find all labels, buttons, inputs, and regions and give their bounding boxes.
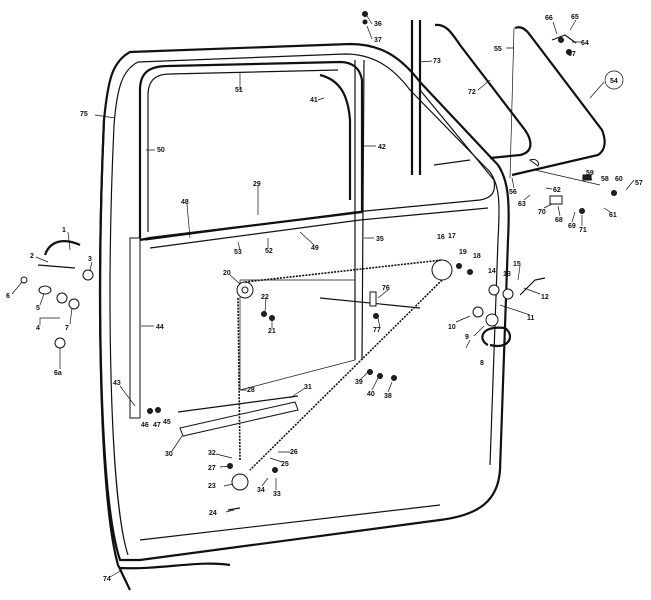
callout-5: 5 (36, 305, 40, 312)
callout-61: 61 (609, 212, 617, 219)
leader-lines (11, 15, 635, 578)
callout-circle-54 (604, 70, 624, 90)
callout-8: 8 (480, 360, 484, 367)
vent-window-assembly (434, 23, 617, 214)
callout-59: 59 (586, 170, 594, 177)
callout-19: 19 (459, 249, 467, 256)
callout-3: 3 (88, 256, 92, 263)
callout-40: 40 (367, 391, 375, 398)
callout-47: 47 (153, 422, 161, 429)
callout-32: 32 (208, 450, 216, 457)
callout-6: 6 (6, 293, 10, 300)
callout-54: 54 (610, 78, 618, 85)
callout-65: 65 (571, 14, 579, 21)
callout-73: 73 (433, 58, 441, 65)
callout-29: 29 (253, 181, 261, 188)
callout-20: 20 (223, 270, 231, 277)
callout-71: 71 (579, 227, 587, 234)
callout-10: 10 (448, 324, 456, 331)
callout-72: 72 (468, 89, 476, 96)
callout-9: 9 (465, 334, 469, 341)
callout-42: 42 (378, 144, 386, 151)
callout-76: 76 (382, 285, 390, 292)
callout-67: 67 (568, 51, 576, 58)
callout-21: 21 (268, 328, 276, 335)
callout-53: 53 (234, 249, 242, 256)
callout-69: 69 (568, 223, 576, 230)
window-regulator (231, 259, 453, 491)
callout-50: 50 (157, 147, 165, 154)
callout-17: 17 (448, 233, 456, 240)
callout-74: 74 (103, 576, 111, 583)
door-shell (98, 20, 510, 591)
callout-16: 16 (437, 234, 445, 241)
callout-58: 58 (601, 176, 609, 183)
callout-39: 39 (355, 379, 363, 386)
callout-38: 38 (384, 393, 392, 400)
callout-23: 23 (208, 483, 216, 490)
callout-11: 11 (527, 315, 535, 322)
callout-52: 52 (265, 248, 273, 255)
callout-labels: 1 2 3 6 5 4 7 6a 75 50 51 36 37 73 41 42… (6, 14, 643, 583)
callout-30: 30 (165, 451, 173, 458)
callout-4: 4 (36, 325, 40, 332)
callout-7: 7 (65, 325, 69, 332)
callout-55: 55 (494, 46, 502, 53)
callout-25: 25 (281, 461, 289, 468)
callout-63: 63 (518, 201, 526, 208)
callout-35: 35 (376, 236, 384, 243)
callout-75: 75 (80, 111, 88, 118)
callout-60: 60 (615, 176, 623, 183)
callout-6a: 6a (54, 370, 62, 377)
callout-77: 77 (373, 327, 381, 334)
callout-31: 31 (304, 384, 312, 391)
callout-26: 26 (290, 449, 298, 456)
callout-62: 62 (553, 187, 561, 194)
callout-14: 14 (488, 268, 496, 275)
callout-2: 2 (30, 253, 34, 260)
callout-70: 70 (538, 209, 546, 216)
callout-46: 46 (141, 422, 149, 429)
callout-15: 15 (513, 261, 521, 268)
callout-24: 24 (209, 510, 217, 517)
callout-27: 27 (208, 465, 216, 472)
callout-41: 41 (310, 97, 318, 104)
callout-33: 33 (273, 491, 281, 498)
callout-1: 1 (62, 227, 66, 234)
callout-12: 12 (541, 294, 549, 301)
callout-22: 22 (261, 294, 269, 301)
callout-28: 28 (247, 387, 255, 394)
callout-68: 68 (555, 217, 563, 224)
callout-64: 64 (581, 40, 589, 47)
callout-13: 13 (503, 271, 511, 278)
callout-36: 36 (374, 21, 382, 28)
callout-48: 48 (181, 199, 189, 206)
callout-56: 56 (509, 189, 517, 196)
callout-51: 51 (235, 87, 243, 94)
callout-44: 44 (156, 324, 164, 331)
callout-43: 43 (113, 380, 121, 387)
callout-37: 37 (374, 37, 382, 44)
callout-18: 18 (473, 253, 481, 260)
callout-34: 34 (257, 487, 265, 494)
callout-66: 66 (545, 15, 553, 22)
callout-45: 45 (163, 419, 171, 426)
callout-57: 57 (635, 180, 643, 187)
handles-and-fasteners (20, 11, 546, 511)
callout-49: 49 (311, 245, 319, 252)
